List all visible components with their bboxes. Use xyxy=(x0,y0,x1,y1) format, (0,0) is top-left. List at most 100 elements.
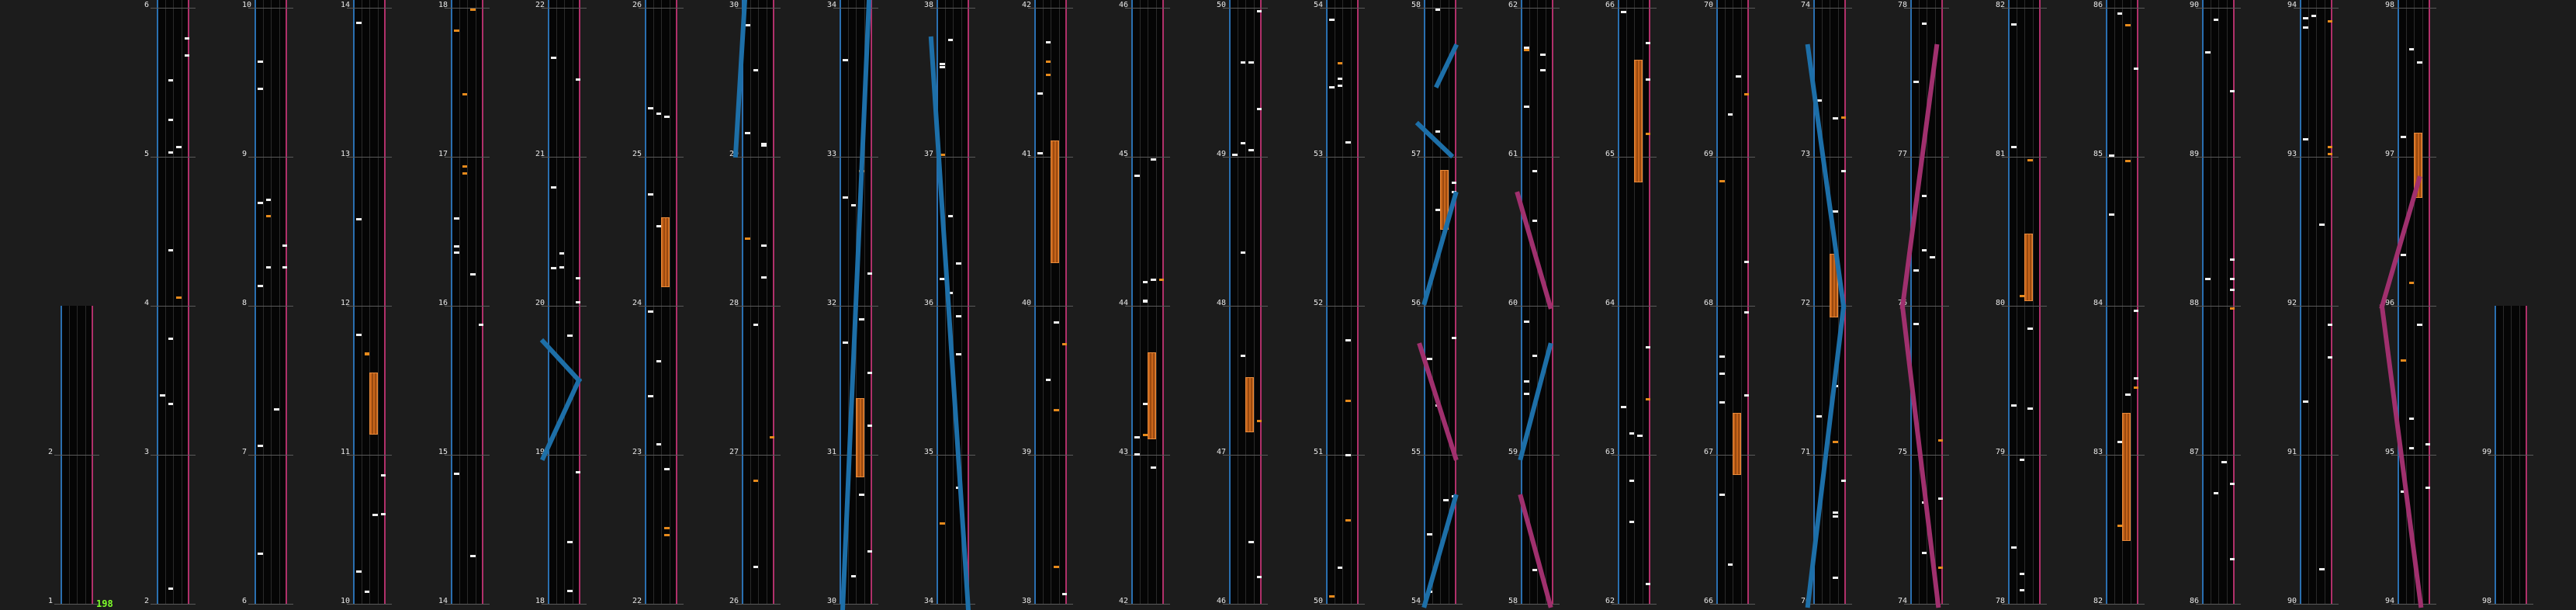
measure-line xyxy=(1515,157,1560,158)
chip-note xyxy=(1913,269,1919,272)
measure-line xyxy=(445,157,490,158)
chip-note xyxy=(454,244,459,248)
chip-note xyxy=(843,196,848,199)
measure-line xyxy=(1223,157,1268,158)
chip-note xyxy=(258,445,263,448)
measure-number: 57 xyxy=(1411,150,1421,158)
measure-number: 90 xyxy=(2190,1,2200,9)
measure-line xyxy=(2294,604,2339,605)
chip-note xyxy=(1435,130,1440,133)
measure-line xyxy=(833,604,878,605)
measure-line xyxy=(2100,306,2145,307)
chip-note xyxy=(2213,18,2218,21)
measure-number: 97 xyxy=(2385,150,2395,158)
measure-number: 71 xyxy=(1801,448,1811,456)
chip-note xyxy=(2117,12,2122,15)
chip-note xyxy=(2229,278,2235,281)
measure-number: 45 xyxy=(1119,150,1129,158)
measure-line xyxy=(930,157,975,158)
chip-note xyxy=(1937,497,1943,501)
laser-segment xyxy=(2379,175,2422,310)
chip-note xyxy=(1840,169,1846,172)
chip-note xyxy=(1329,18,1335,21)
left-laser-lane xyxy=(1910,0,1912,604)
measure-line xyxy=(2196,157,2241,158)
chip-note xyxy=(867,425,872,428)
measure-line xyxy=(930,306,975,307)
chip-note xyxy=(2401,136,2406,139)
hold-note xyxy=(1148,352,1156,439)
lane-divider xyxy=(1724,0,1726,604)
chip-note xyxy=(1151,278,1156,281)
chip-note xyxy=(2125,393,2131,397)
measure-line xyxy=(930,604,975,605)
chip-note xyxy=(1930,255,1935,258)
measure-number: 78 xyxy=(1996,597,2006,605)
chip-note xyxy=(575,277,580,280)
chip-note xyxy=(753,323,758,326)
chip-note xyxy=(2401,359,2406,362)
chip-note xyxy=(2425,487,2430,490)
chip-note xyxy=(1645,41,1650,44)
chip-note xyxy=(258,61,263,64)
right-laser-lane xyxy=(2233,0,2235,604)
measure-line xyxy=(347,8,392,9)
measure-number: 66 xyxy=(1704,597,1714,605)
chip-note xyxy=(258,553,263,556)
left-laser-lane xyxy=(451,0,452,604)
measure-number: 34 xyxy=(924,597,934,605)
laser-segment xyxy=(1433,43,1459,89)
chip-note xyxy=(656,442,661,445)
chip-note xyxy=(160,394,165,397)
chip-note xyxy=(356,217,362,220)
chip-note xyxy=(470,8,476,11)
chip-note xyxy=(1833,515,1838,518)
chip-note xyxy=(2327,356,2332,359)
measure-line xyxy=(639,157,684,158)
lane-column xyxy=(548,0,580,604)
lane-divider xyxy=(1058,0,1060,604)
measure-number: 21 xyxy=(535,150,545,158)
chip-note xyxy=(168,587,173,591)
chip-note xyxy=(1719,180,1725,183)
chip-note xyxy=(1240,355,1245,358)
lane-divider xyxy=(1934,0,1936,604)
lane-column xyxy=(157,0,189,604)
chip-note xyxy=(1719,494,1725,497)
chip-note xyxy=(2019,589,2024,592)
chip-note xyxy=(648,106,653,109)
lane-column xyxy=(2106,0,2138,604)
chip-note xyxy=(947,292,953,294)
chip-note xyxy=(2011,23,2017,26)
chip-note xyxy=(567,590,573,593)
chip-note xyxy=(1345,518,1351,522)
chip-note xyxy=(1719,401,1725,404)
chip-note xyxy=(947,214,953,217)
chip-note xyxy=(1045,60,1051,63)
chip-note xyxy=(2019,573,2024,576)
measure-number: 17 xyxy=(438,150,448,158)
lane-divider xyxy=(961,0,962,604)
measure-number: 56 xyxy=(1411,299,1421,307)
measure-number: 48 xyxy=(1217,299,1227,307)
chip-note xyxy=(753,565,758,568)
measure-line xyxy=(1125,306,1170,307)
measure-line xyxy=(736,157,781,158)
chip-note xyxy=(258,88,263,91)
chip-note xyxy=(2019,294,2024,297)
measure-number: 75 xyxy=(1898,448,1908,456)
lane-divider xyxy=(556,0,557,604)
right-laser-lane xyxy=(1260,0,1262,604)
measure-line xyxy=(2488,455,2533,456)
laser-segment xyxy=(2379,303,2424,608)
measure-line xyxy=(2100,157,2145,158)
chip-note xyxy=(2027,328,2033,330)
chip-note xyxy=(1240,142,1245,145)
chip-note xyxy=(454,473,459,476)
chip-note xyxy=(575,301,580,304)
measure-line xyxy=(2294,8,2339,9)
chip-note xyxy=(1443,499,1449,502)
measure-line xyxy=(1904,604,1949,605)
measure-line xyxy=(1515,8,1560,9)
measure-number: 77 xyxy=(1898,150,1908,158)
